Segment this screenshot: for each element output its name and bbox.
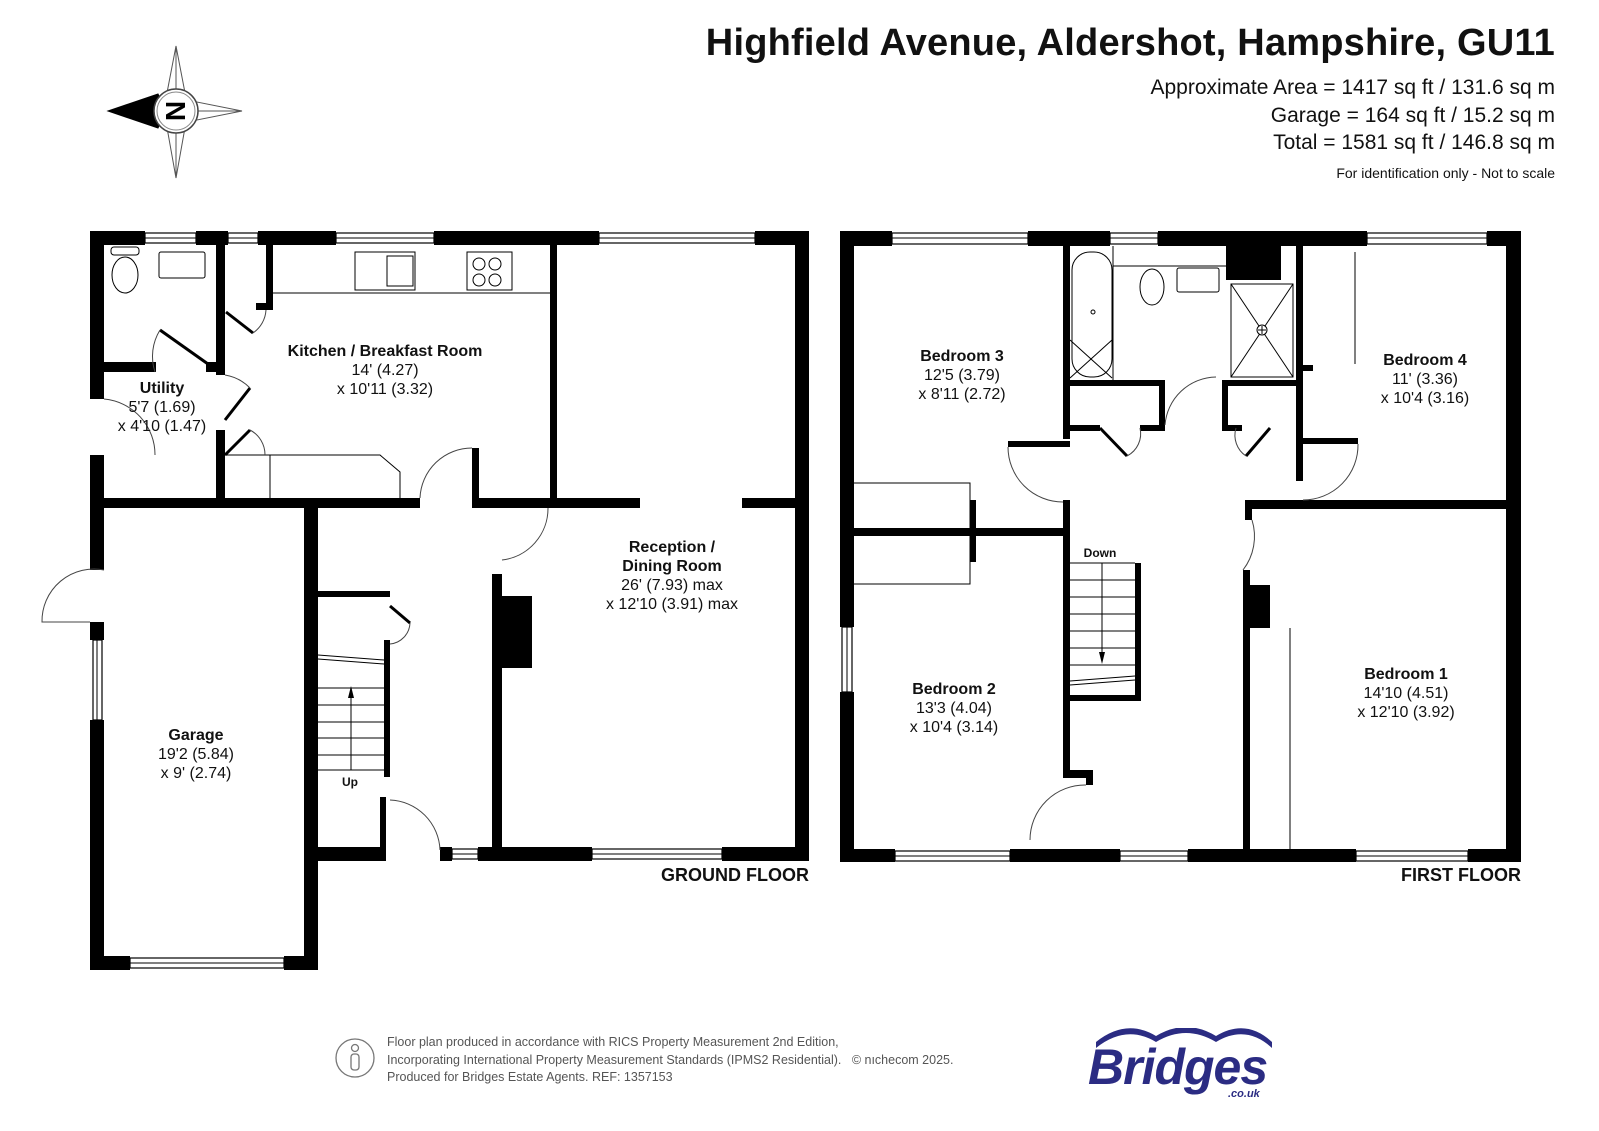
footer-line-3: Produced for Bridges Estate Agents. REF:… [387, 1070, 673, 1084]
first-floor-plan: Down Bedroom 3 12'5 (3.79) x 8'11 (2.72)… [840, 231, 1521, 885]
footer-notes: Floor plan produced in accordance with R… [387, 1034, 953, 1087]
bedroom1-dim2: x 12'10 (3.92) [1357, 704, 1454, 721]
reception-name-line2: Dining Room [622, 558, 722, 575]
footer-copyright: © nıchecom 2025. [851, 1052, 954, 1067]
footer-line-1: Floor plan produced in accordance with R… [387, 1035, 839, 1049]
footer-line-2-text: Incorporating International Property Mea… [387, 1052, 842, 1067]
bedroom3-name: Bedroom 3 [920, 348, 1004, 365]
kitchen-name: Kitchen / Breakfast Room [288, 343, 483, 360]
kitchen-dim2: x 10'11 (3.32) [337, 381, 433, 398]
bedroom4-dim1: 11' (3.36) [1392, 371, 1458, 388]
utility-name: Utility [140, 380, 185, 397]
bedroom4-name: Bedroom 4 [1383, 352, 1467, 369]
compass-north-label: N [160, 101, 191, 121]
bedroom3-dim2: x 8'11 (2.72) [918, 386, 1005, 403]
bedroom2-name: Bedroom 2 [912, 681, 996, 698]
garage-dim1: 19'2 (5.84) [158, 746, 234, 763]
bedroom1-name: Bedroom 1 [1364, 666, 1448, 683]
bedroom2-dim1: 13'3 (4.04) [916, 700, 992, 717]
utility-dim2: x 4'10 (1.47) [118, 418, 206, 435]
logo-wordmark: Bridges [1088, 1039, 1268, 1095]
bedroom3-dim1: 12'5 (3.79) [924, 367, 1000, 384]
disclaimer: For identification only - Not to scale [1336, 165, 1555, 181]
garage-area: Garage = 164 sq ft / 15.2 sq m [1270, 104, 1555, 127]
reception-name-line1: Reception / [629, 539, 716, 556]
garage-dim2: x 9' (2.74) [161, 765, 232, 782]
bridge-arches-icon [1096, 1028, 1272, 1048]
bedroom2-dim2: x 10'4 (3.14) [910, 719, 998, 736]
utility-dim1: 5'7 (1.69) [128, 399, 195, 416]
first-floor-label: FIRST FLOOR [1401, 865, 1521, 885]
property-title: Highfield Avenue, Aldershot, Hampshire, … [705, 22, 1555, 64]
bedroom4-dim2: x 10'4 (3.16) [1381, 390, 1469, 407]
reception-dim2: x 12'10 (3.91) max [606, 596, 738, 613]
bridges-logo: Bridges .co.uk [1088, 1028, 1272, 1100]
bedroom1-dim1: 14'10 (4.51) [1364, 685, 1449, 702]
stairs-up-label: Up [342, 775, 358, 789]
ground-floor-label: GROUND FLOOR [661, 865, 809, 885]
person-info-icon [335, 1038, 375, 1078]
kitchen-dim1: 14' (4.27) [351, 362, 418, 379]
ground-floor-plan: Up Kitchen / Breakfast Room 14' (4.27) x… [41, 231, 809, 970]
compass-rose-icon: N [106, 45, 243, 179]
garage-name: Garage [168, 727, 223, 744]
logo-domain: .co.uk [1228, 1088, 1260, 1100]
reception-dim1: 26' (7.93) max [621, 577, 723, 594]
stairs-down-label: Down [1084, 546, 1117, 560]
footer-line-2: Incorporating International Property Mea… [387, 1052, 953, 1070]
total-area: Total = 1581 sq ft / 146.8 sq m [1273, 131, 1555, 154]
approximate-area: Approximate Area = 1417 sq ft / 131.6 sq… [1150, 76, 1556, 99]
